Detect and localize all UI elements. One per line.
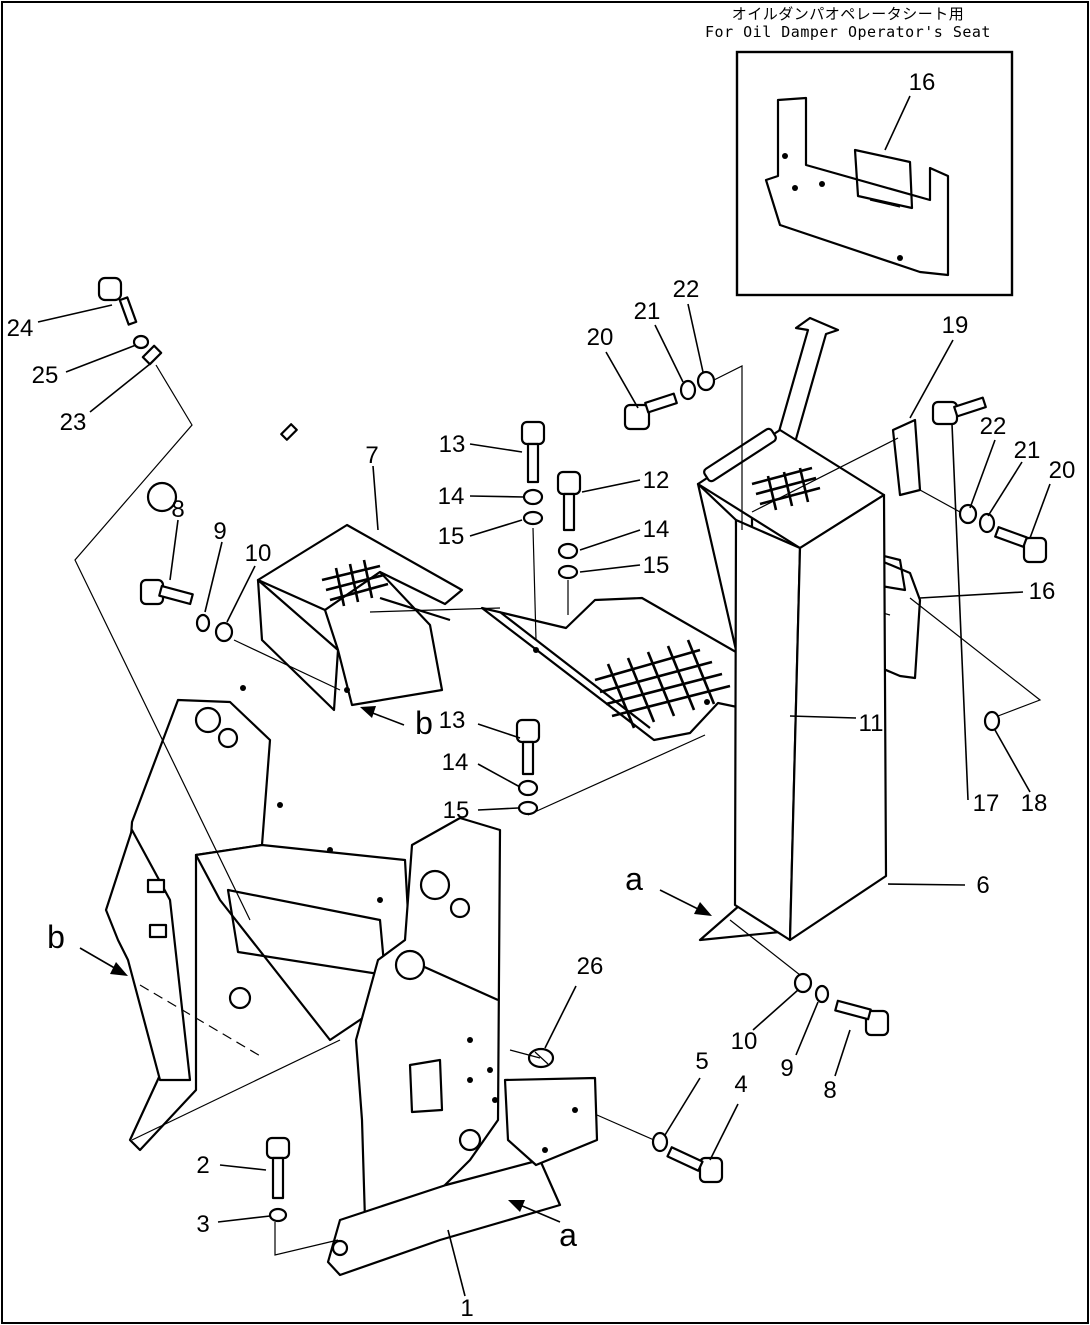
callout-9: 9	[213, 518, 226, 545]
view-marker-b-mid: b	[415, 705, 433, 741]
callout-7: 7	[365, 442, 378, 469]
callout-2: 2	[196, 1152, 209, 1179]
callout-14: 14	[438, 483, 465, 510]
washer-21-top	[679, 379, 697, 401]
callout-17: 17	[973, 790, 1000, 817]
callout-21: 21	[634, 298, 661, 325]
washer-22-right	[958, 503, 978, 525]
callout-4: 4	[734, 1071, 747, 1098]
view-marker-a-bottom: a	[559, 1217, 577, 1253]
washer-15-low	[517, 800, 539, 816]
inset-damper-mount	[853, 148, 914, 210]
bolt-17	[931, 396, 987, 426]
callout-11: 11	[859, 710, 884, 737]
bolt-13-mid	[515, 718, 541, 776]
callout-9-right: 9	[780, 1055, 793, 1082]
callout-numbers: 1 2 3 4 5 6 7 8 9 10 11 12 13 14 15 16 1…	[7, 276, 1076, 1322]
grommet-26	[527, 1047, 555, 1069]
washer-14-low	[517, 779, 539, 797]
washer-15-mid	[557, 564, 579, 580]
bolt-20-top	[623, 392, 678, 431]
bolt-20-right	[994, 526, 1048, 564]
callout-14-low: 14	[442, 749, 469, 776]
washer-25	[132, 334, 150, 350]
callout-8-right: 8	[823, 1077, 836, 1104]
callout-26: 26	[577, 953, 604, 980]
callout-8: 8	[171, 496, 184, 523]
washer-18	[983, 710, 1001, 732]
bolt-8-right	[834, 999, 890, 1037]
view-marker-b-left: b	[47, 919, 65, 955]
callout-23: 23	[60, 409, 87, 436]
callout-24: 24	[7, 315, 34, 342]
callout-10: 10	[245, 540, 272, 567]
inset-panel: オイルダンパオペレータシート用 For Oil Damper Operator'…	[705, 5, 1014, 297]
bolt-24	[97, 276, 138, 326]
callout-13-low: 13	[439, 707, 466, 734]
callout-22: 22	[673, 276, 700, 303]
cover-7	[256, 523, 464, 712]
washer-5	[651, 1131, 669, 1153]
washer-10-right	[793, 972, 813, 994]
callout-21-right: 21	[1014, 437, 1041, 464]
callout-16: 16	[1029, 578, 1056, 605]
callout-14-mid: 14	[643, 516, 670, 543]
callout-25: 25	[32, 362, 59, 389]
callout-leaders	[37, 303, 1051, 1297]
callout-12: 12	[643, 467, 670, 494]
callout-3: 3	[196, 1211, 209, 1238]
callout-18: 18	[1021, 790, 1048, 817]
bolt-13-top	[520, 420, 546, 484]
callout-15: 15	[438, 523, 465, 550]
inset-caption-jp: オイルダンパオペレータシート用	[732, 5, 965, 23]
callout-16-inset: 16	[909, 69, 936, 96]
callout-10-right: 10	[731, 1028, 758, 1055]
callout-15-low: 15	[443, 797, 470, 824]
washer-9-right	[814, 984, 830, 1004]
callout-13: 13	[439, 431, 466, 458]
washer-14-top	[522, 488, 544, 506]
callout-6: 6	[976, 872, 989, 899]
hose-pipe-23	[141, 286, 353, 441]
bolt-8-left	[139, 578, 194, 606]
view-arrows	[79, 706, 712, 1223]
view-marker-a-top: a	[625, 861, 643, 897]
washer-15-top	[522, 510, 544, 526]
callout-20: 20	[587, 324, 614, 351]
callout-22-right: 22	[980, 413, 1007, 440]
assembly-lines	[74, 364, 1042, 1256]
washer-9-left	[195, 613, 211, 633]
main-frame-1	[104, 481, 599, 1277]
washer-3	[268, 1207, 288, 1223]
inset-caption-en: For Oil Damper Operator's Seat	[705, 23, 991, 41]
callout-5: 5	[695, 1048, 708, 1075]
callout-20-right: 20	[1049, 457, 1076, 484]
bolt-2	[265, 1136, 291, 1200]
washer-21-right	[978, 512, 996, 534]
bolt-12	[556, 470, 582, 532]
washer-10-left	[214, 621, 234, 643]
washer-14-mid	[557, 542, 579, 560]
plate-19	[891, 418, 922, 497]
plate-11	[480, 596, 804, 742]
washer-22-top	[696, 370, 716, 392]
callout-19: 19	[942, 312, 969, 339]
callout-1: 1	[460, 1295, 473, 1322]
callout-15-mid: 15	[643, 552, 670, 579]
inset-box	[735, 50, 1014, 297]
